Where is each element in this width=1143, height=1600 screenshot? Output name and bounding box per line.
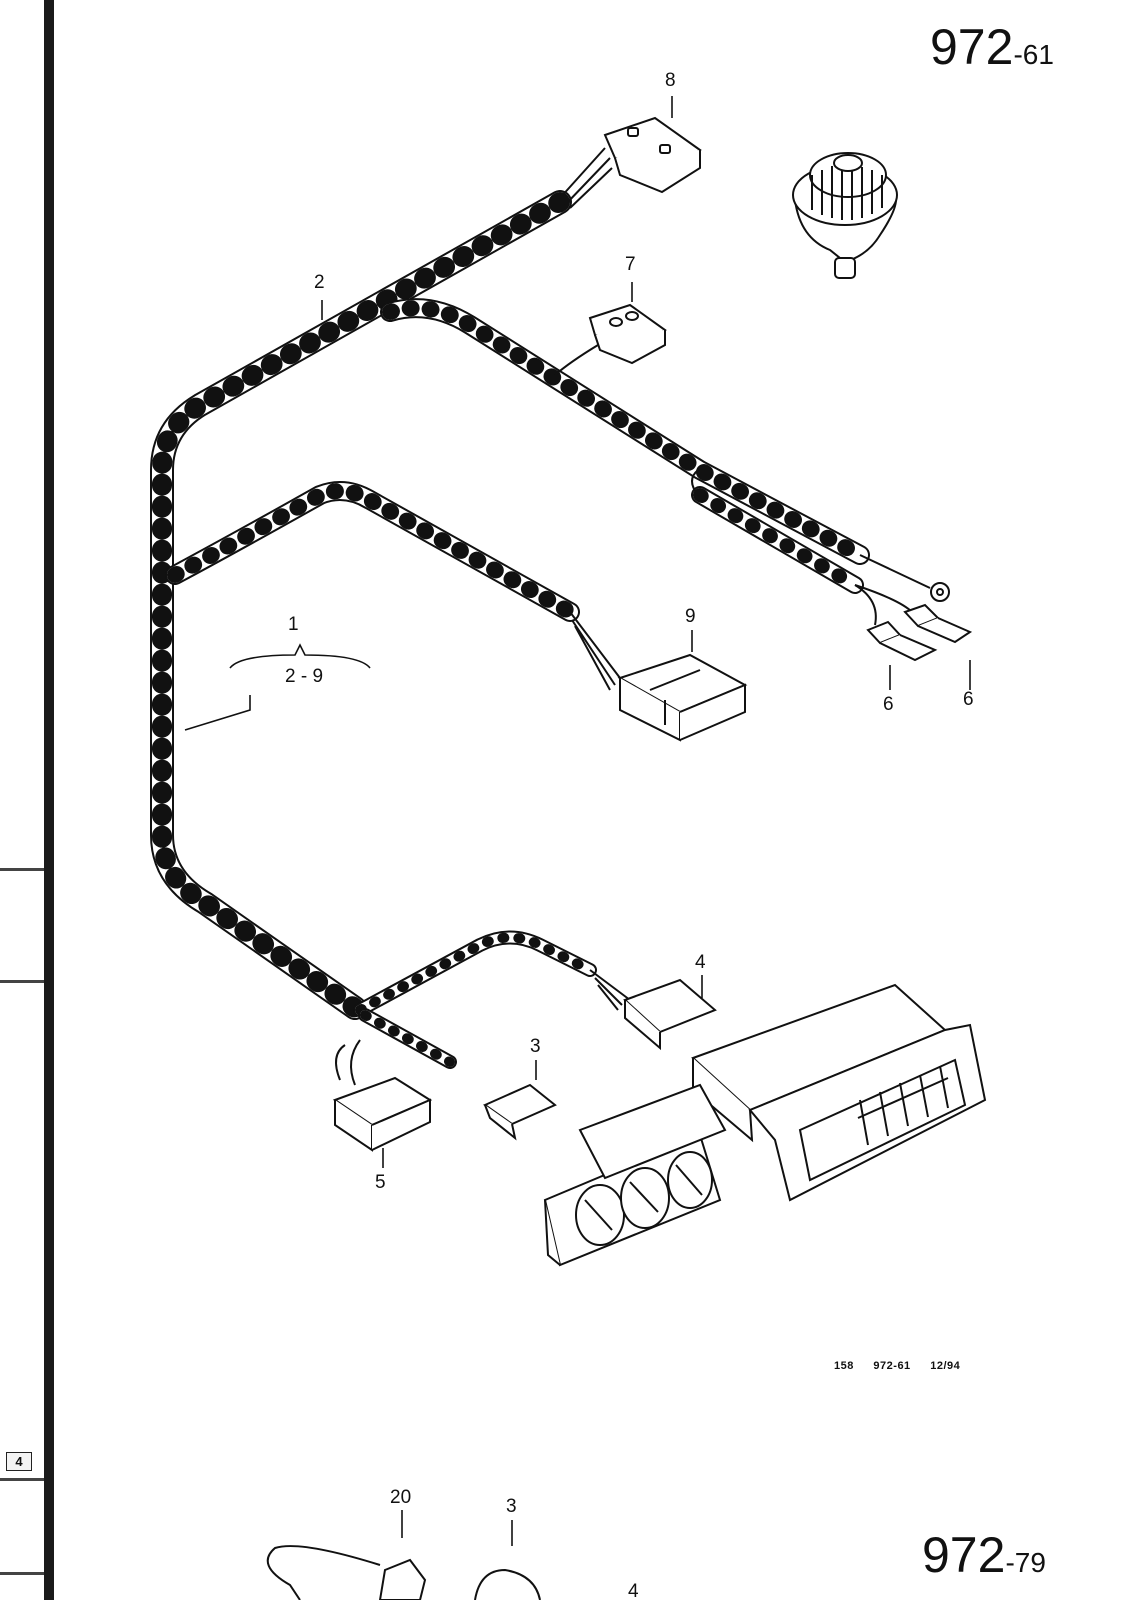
binder-divider bbox=[0, 1572, 44, 1575]
callout-6-left: 6 bbox=[883, 694, 894, 715]
callout-4-bottom: 4 bbox=[628, 1581, 639, 1600]
next-page-preview bbox=[266, 1545, 541, 1600]
callout-8: 8 bbox=[665, 70, 676, 91]
connector-5 bbox=[332, 1039, 433, 1152]
callout-20: 20 bbox=[390, 1487, 411, 1508]
connector-8 bbox=[559, 116, 702, 209]
page-tab: 4 bbox=[6, 1452, 32, 1471]
connector-3 bbox=[482, 1083, 557, 1141]
binder-divider bbox=[0, 1478, 44, 1481]
harness-branch-middle bbox=[165, 481, 580, 622]
binder-edge bbox=[44, 0, 54, 1600]
callout-3: 3 bbox=[530, 1036, 541, 1057]
next-page-number-sub: -79 bbox=[1005, 1547, 1046, 1578]
callout-2: 2 bbox=[314, 272, 325, 293]
connector-4 bbox=[589, 969, 717, 1051]
connector-7 bbox=[554, 303, 667, 376]
next-page-number: 972-79 bbox=[922, 1526, 1046, 1584]
footer-date: 12/94 bbox=[930, 1360, 961, 1372]
footer-ref: 972-61 bbox=[873, 1360, 911, 1372]
page-number-main: 972 bbox=[930, 19, 1014, 75]
blower-motor bbox=[792, 152, 898, 279]
callout-9: 9 bbox=[685, 606, 696, 627]
leader-lines bbox=[184, 96, 971, 1546]
harness-branch-right bbox=[380, 298, 870, 594]
callout-5: 5 bbox=[375, 1172, 386, 1193]
main-harness bbox=[150, 190, 572, 1020]
connectors-6 bbox=[854, 554, 973, 662]
page-number-sub: -61 bbox=[1013, 39, 1054, 70]
callout-6-right: 6 bbox=[963, 689, 974, 710]
climate-control-unit bbox=[543, 983, 987, 1267]
harness-branch-lower bbox=[353, 930, 597, 1069]
binder-divider bbox=[0, 980, 44, 983]
next-page-number-main: 972 bbox=[922, 1527, 1006, 1583]
callout-4: 4 bbox=[695, 952, 706, 973]
callout-3-bottom: 3 bbox=[506, 1496, 517, 1517]
binder-divider bbox=[0, 868, 44, 871]
callout-1: 1 bbox=[288, 614, 299, 635]
page-number: 972-61 bbox=[930, 18, 1054, 76]
callout-2-9: 2 - 9 bbox=[285, 666, 323, 687]
connector-9 bbox=[569, 611, 748, 742]
footer-code: 158 bbox=[834, 1360, 854, 1372]
footer-reference: 158 972-61 12/94 bbox=[834, 1360, 976, 1372]
callout-7: 7 bbox=[625, 254, 636, 275]
